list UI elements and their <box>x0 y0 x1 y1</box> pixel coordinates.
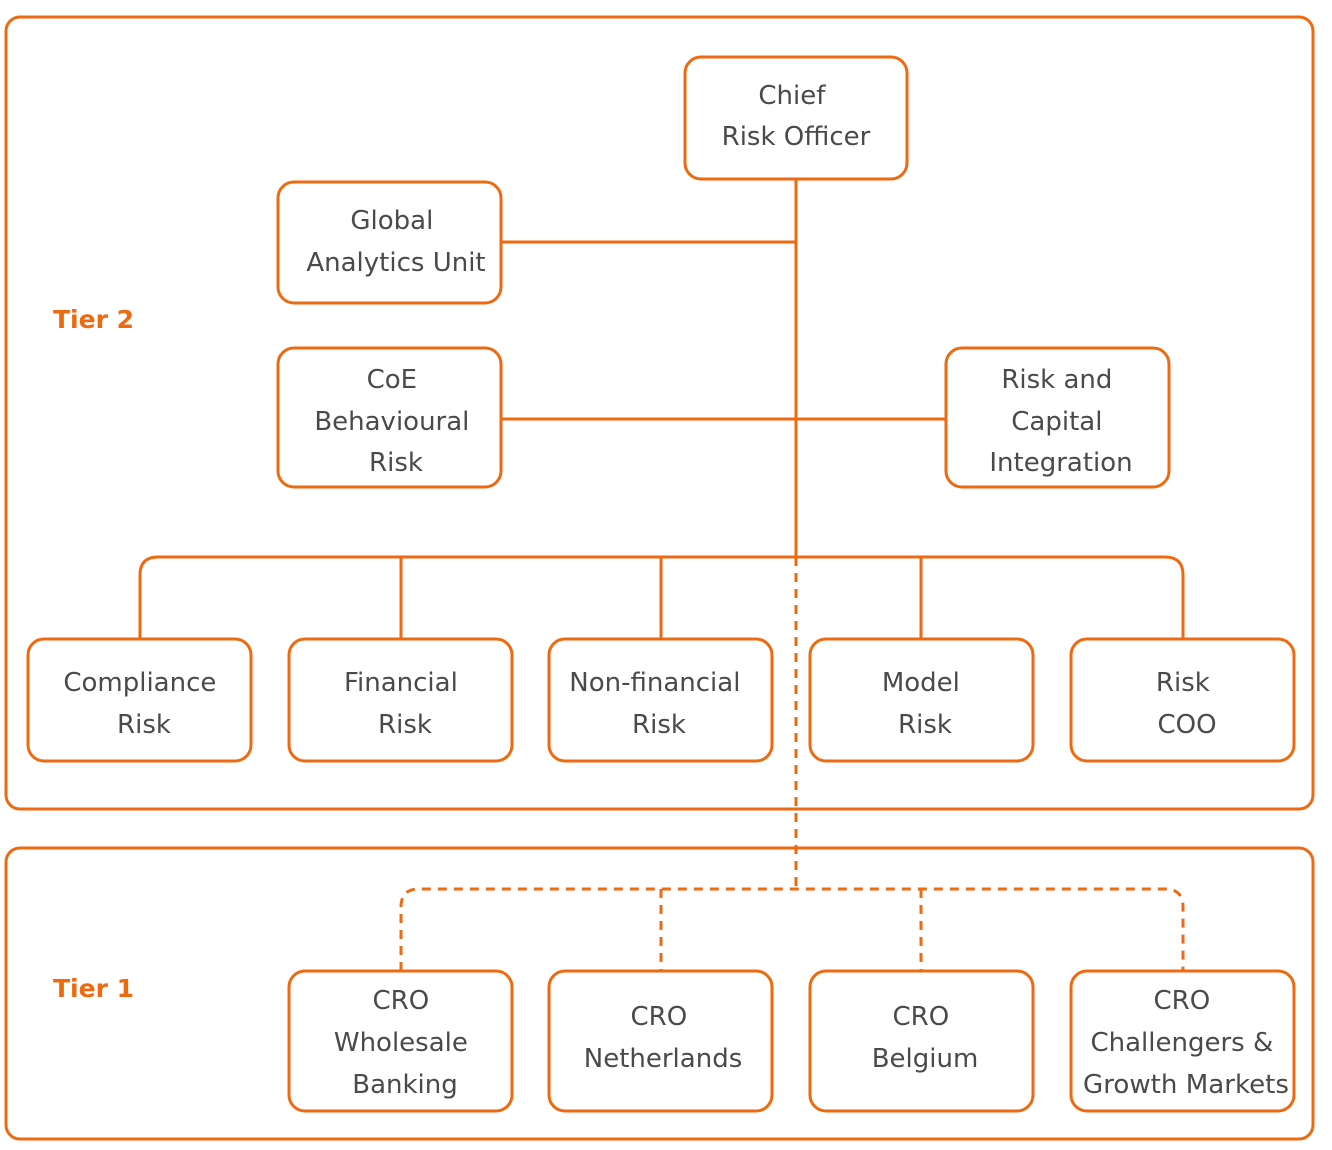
node-coe-behavioural-risk: CoE Behavioural Risk <box>276 346 503 489</box>
tier-1-label: Tier 1 <box>53 974 134 1003</box>
tier-1-frame <box>4 846 1315 1141</box>
node-cro-netherlands: CRO Netherlands <box>547 969 774 1113</box>
node-model-risk: Model Risk <box>808 637 1035 763</box>
node-text-line: Wholesale <box>334 1028 468 1058</box>
node-text-line: Netherlands <box>584 1044 743 1074</box>
solid-connectors <box>138 180 1185 639</box>
node-text-line: CRO <box>893 1002 950 1032</box>
node-text-line: Risk <box>632 710 686 740</box>
node-text-line: Integration <box>989 448 1132 478</box>
node-compliance-risk: Compliance Risk <box>26 637 253 763</box>
node-non-financial-risk: Non-financial Risk <box>547 637 774 763</box>
node-text-line: Compliance <box>63 668 216 698</box>
node-text-line: Belgium <box>872 1044 979 1074</box>
dashed-connectors <box>399 557 1185 971</box>
node-risk-capital-integration: Risk and Capital Integration <box>944 346 1171 489</box>
svg-text:Chief Risk Officer: Chief Risk Officer <box>722 81 871 152</box>
node-text-line: Behavioural <box>314 407 469 437</box>
node-cro-wholesale-banking: CRO Wholesale Banking <box>287 969 514 1113</box>
svg-text:Global Analytics Unit: Global Analytics Unit <box>306 206 485 278</box>
svg-text:CRO Wholesale Bank: CRO Wholesale Banking <box>334 986 476 1100</box>
node-text-line: Banking <box>352 1070 458 1100</box>
node-text-line: Capital <box>1011 407 1102 437</box>
node-text-line: Global <box>350 206 433 236</box>
node-text-line: Risk <box>369 448 423 478</box>
node-cro-belgium: CRO Belgium <box>808 969 1035 1113</box>
connector-cro-bus <box>399 887 1185 971</box>
node-text-line: Model <box>882 668 960 698</box>
svg-text:CRO Belgium: CRO Belgium <box>872 1002 979 1074</box>
node-text-line: CRO <box>373 986 430 1016</box>
node-text-line: Chief <box>758 81 826 111</box>
svg-text:Compliance Risk: Compliance Risk <box>63 668 224 740</box>
node-text-line: CoE <box>367 365 418 395</box>
svg-text:Risk and Capital I: Risk and Capital Integration <box>989 365 1132 478</box>
svg-text:Risk COO: Risk COO <box>1156 668 1218 740</box>
node-text-line: Financial <box>344 668 458 698</box>
tier-2-frame <box>4 15 1315 811</box>
node-text-line: Risk <box>1156 668 1210 698</box>
node-financial-risk: Financial Risk <box>287 637 514 763</box>
svg-text:Non-financial Risk: Non-financial Risk <box>569 668 748 740</box>
node-text-line: Risk Officer <box>722 122 871 152</box>
node-text-line: Risk and <box>1001 365 1112 395</box>
svg-text:Financial Risk: Financial Risk <box>344 668 466 740</box>
node-chief-risk-officer: Chief Risk Officer <box>683 55 909 181</box>
node-text-line: Growth Markets <box>1083 1070 1289 1100</box>
node-text-line: Risk <box>378 710 432 740</box>
svg-text:CoE Behavioural Ri: CoE Behavioural Risk <box>314 365 477 478</box>
node-text-line: CRO <box>1154 986 1211 1016</box>
node-text-line: Non-financial <box>569 668 740 698</box>
node-risk-coo: Risk COO <box>1069 637 1296 763</box>
svg-text:CRO Netherlands: CRO Netherlands <box>584 1002 743 1074</box>
node-cro-challengers-growth-markets: CRO Challengers & Growth Markets <box>1069 969 1296 1113</box>
node-global-analytics-unit: Global Analytics Unit <box>276 180 503 305</box>
svg-text:Model Risk: Model Risk <box>882 668 968 740</box>
node-text-line: Risk <box>898 710 952 740</box>
node-text-line: COO <box>1157 710 1216 740</box>
node-text-line: Risk <box>117 710 171 740</box>
tier-2-label: Tier 2 <box>53 305 134 334</box>
node-text-line: Analytics Unit <box>306 248 485 278</box>
svg-text:CRO Challengers &: CRO Challengers & Growth Markets <box>1083 986 1289 1100</box>
node-text-line: CRO <box>631 1002 688 1032</box>
node-text-line: Challengers & <box>1090 1028 1273 1058</box>
